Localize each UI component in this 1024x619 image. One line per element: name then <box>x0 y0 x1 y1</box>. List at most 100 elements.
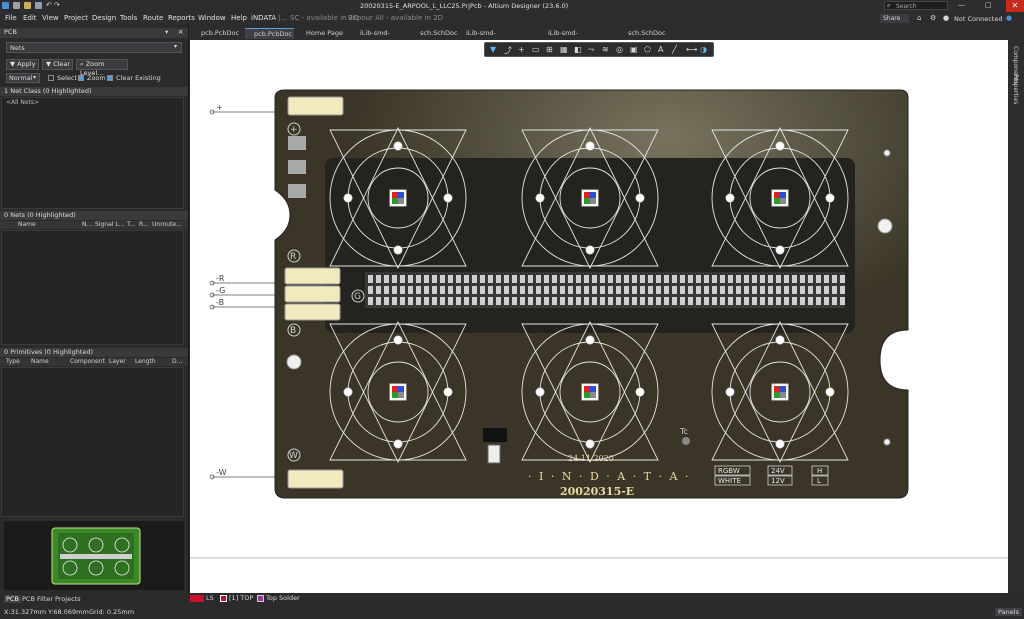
layer-top-solder[interactable]: Top Solder <box>266 594 300 602</box>
clear-button[interactable]: ▼ Clear <box>42 59 73 70</box>
column-layer[interactable]: Layer <box>109 358 126 365</box>
column-type[interactable]: Type <box>6 358 20 365</box>
connection-status[interactable]: Not Connected <box>954 15 1003 23</box>
column-d[interactable]: D... <box>172 358 183 365</box>
panel-close-icon[interactable]: ✕ <box>178 28 184 36</box>
maximize-button[interactable]: □ <box>985 1 992 9</box>
menu-window[interactable]: Window <box>198 14 226 22</box>
select-tool-icon[interactable]: ▭ <box>532 45 540 54</box>
mode-select[interactable]: Normal ▾ <box>6 73 40 83</box>
primitives-list[interactable] <box>1 367 184 517</box>
menu-view[interactable]: View <box>42 14 59 22</box>
diff-pair-icon[interactable]: ≋ <box>602 45 609 54</box>
tab-pcb-panel[interactable]: PCB <box>4 595 21 603</box>
components-panel-tab[interactable]: Components <box>1012 46 1019 84</box>
home-icon[interactable]: ⌂ <box>917 14 922 22</box>
driver-ic[interactable] <box>483 428 507 442</box>
column-component[interactable]: Component <box>70 358 105 365</box>
redo-icon[interactable]: ↷ <box>54 1 60 9</box>
tc-testpoint <box>682 437 690 445</box>
menu-project[interactable]: Project <box>64 14 88 22</box>
grid-tool-icon[interactable]: ▦ <box>560 45 568 54</box>
tab-ilib-smd-ic-pcblib[interactable]: iLib-smd-ic.PcbLib <box>360 29 390 48</box>
panels-button[interactable]: Panels <box>995 608 1022 616</box>
tab-home-page[interactable]: Home Page <box>306 29 343 37</box>
select-checkbox[interactable] <box>48 75 54 81</box>
nets-list[interactable] <box>1 230 184 345</box>
route-tool-icon[interactable]: ⤴ <box>504 46 512 55</box>
pcb-canvas[interactable]: ▼ ⤴ + ▭ ⊞ ▦ ◧ ⤳ ≋ ◎ ▣ ⬠ A ╱ ⟷ ◑ + <box>190 40 1008 593</box>
undo-icon[interactable]: ↶ <box>46 1 52 9</box>
user-icon[interactable]: ● <box>943 14 950 22</box>
dimension-tool-icon[interactable]: ⟷ <box>686 45 698 54</box>
pin-icon[interactable]: ▾ <box>165 28 169 36</box>
menu-tools[interactable]: Tools <box>120 14 138 22</box>
column-unrouted[interactable]: Unroute... <box>152 221 182 228</box>
line-tool-icon[interactable]: ╱ <box>672 45 677 54</box>
menu-reports[interactable]: Reports <box>168 14 195 22</box>
component-tool-icon[interactable]: ◧ <box>574 45 582 54</box>
column-signal-length[interactable]: Signal L... <box>95 221 125 228</box>
tab-ilib-smd-discrete-pcblib[interactable]: iLib-smd-discrete.PcbLib <box>548 29 597 48</box>
quick-access-toolbar[interactable]: ↶ ↷ <box>2 1 62 10</box>
apply-button[interactable]: ▼ Apply <box>6 59 39 70</box>
tab-projects[interactable]: Projects <box>55 595 81 603</box>
fill-tool-icon[interactable]: ▣ <box>630 45 638 54</box>
menu-overflow[interactable]: |... <box>278 14 288 22</box>
column-t[interactable]: T... <box>127 221 136 228</box>
resistor-pad <box>776 286 781 294</box>
save-icon[interactable] <box>13 2 20 9</box>
properties-panel-tab[interactable]: Properties <box>1012 74 1019 105</box>
search-box[interactable]: ⌕ Search <box>884 1 948 10</box>
menu-edit[interactable]: Edit <box>23 14 37 22</box>
column-nodes[interactable]: N... <box>82 221 93 228</box>
tab-sch-doc-2[interactable]: sch.SchDoc <box>628 29 666 37</box>
net-class-header[interactable]: 1 Net Class (0 Highlighted) <box>0 87 188 96</box>
pcb-drawing[interactable]: + -R -G -B -W <box>190 40 1008 593</box>
menu-indata[interactable]: iNDATA <box>251 14 277 22</box>
connector-pads[interactable] <box>284 96 344 489</box>
string-tool-icon[interactable]: A <box>658 45 664 54</box>
resistor-pad <box>576 297 581 305</box>
layer-ls[interactable]: LS <box>206 594 214 602</box>
share-button[interactable]: Share <box>880 14 909 23</box>
tab-pcb-doc-2[interactable]: pcb.PcbDoc * <box>245 28 294 49</box>
minimize-button[interactable]: — <box>958 1 965 9</box>
nets-select[interactable]: Nets ▾ <box>6 42 182 53</box>
tab-ilib-smd-discrete-schlib[interactable]: iLib-smd-discrete.SchLib <box>466 29 515 48</box>
menu-route[interactable]: Route <box>143 14 164 22</box>
gear-icon[interactable]: ⚙ <box>930 14 937 22</box>
column-name[interactable]: Name <box>18 221 36 228</box>
tab-pcb-filter[interactable]: PCB Filter <box>22 595 54 603</box>
close-button[interactable]: ✕ <box>1006 0 1024 12</box>
layer-top[interactable]: [1] TOP <box>229 594 254 602</box>
nets-header[interactable]: 0 Nets (0 Highlighted) <box>0 211 188 220</box>
column-length[interactable]: Length <box>135 358 156 365</box>
zoom-checkbox[interactable] <box>78 75 84 81</box>
primitives-header[interactable]: 0 Primitives (0 Highlighted) <box>0 348 188 357</box>
tab-pcb-doc-1[interactable]: pcb.PcbDoc * <box>201 29 240 48</box>
pin-label-b: -B <box>216 298 224 307</box>
open-icon[interactable] <box>24 2 31 9</box>
account-icon[interactable]: ● <box>1006 14 1013 22</box>
board-insight-view[interactable] <box>4 521 184 590</box>
tab-sch-doc-1[interactable]: sch.SchDoc <box>420 29 458 37</box>
column-r[interactable]: R... <box>139 221 149 228</box>
3d-view-icon[interactable]: ◑ <box>700 45 707 54</box>
menu-file[interactable]: File <box>5 14 17 22</box>
zoom-level-button[interactable]: ⌕ Zoom Level... <box>76 59 128 77</box>
polygon-tool-icon[interactable]: ⬠ <box>644 45 651 54</box>
save-all-icon[interactable] <box>35 2 42 9</box>
via-tool-icon[interactable]: ◎ <box>616 45 623 54</box>
menu-help[interactable]: Help <box>231 14 247 22</box>
interactive-route-icon[interactable]: ⤳ <box>588 45 595 54</box>
menu-design[interactable]: Design <box>92 14 117 22</box>
resistor-pad <box>736 275 741 283</box>
filter-tool-icon[interactable]: ▼ <box>490 45 497 54</box>
list-item[interactable]: <All Nets> <box>6 99 40 106</box>
place-tool-icon[interactable]: + <box>518 45 525 54</box>
align-tool-icon[interactable]: ⊞ <box>546 45 553 54</box>
clear-existing-checkbox[interactable] <box>107 75 113 81</box>
column-prim-name[interactable]: Name <box>31 358 49 365</box>
net-class-list[interactable]: <All Nets> <box>1 97 184 209</box>
